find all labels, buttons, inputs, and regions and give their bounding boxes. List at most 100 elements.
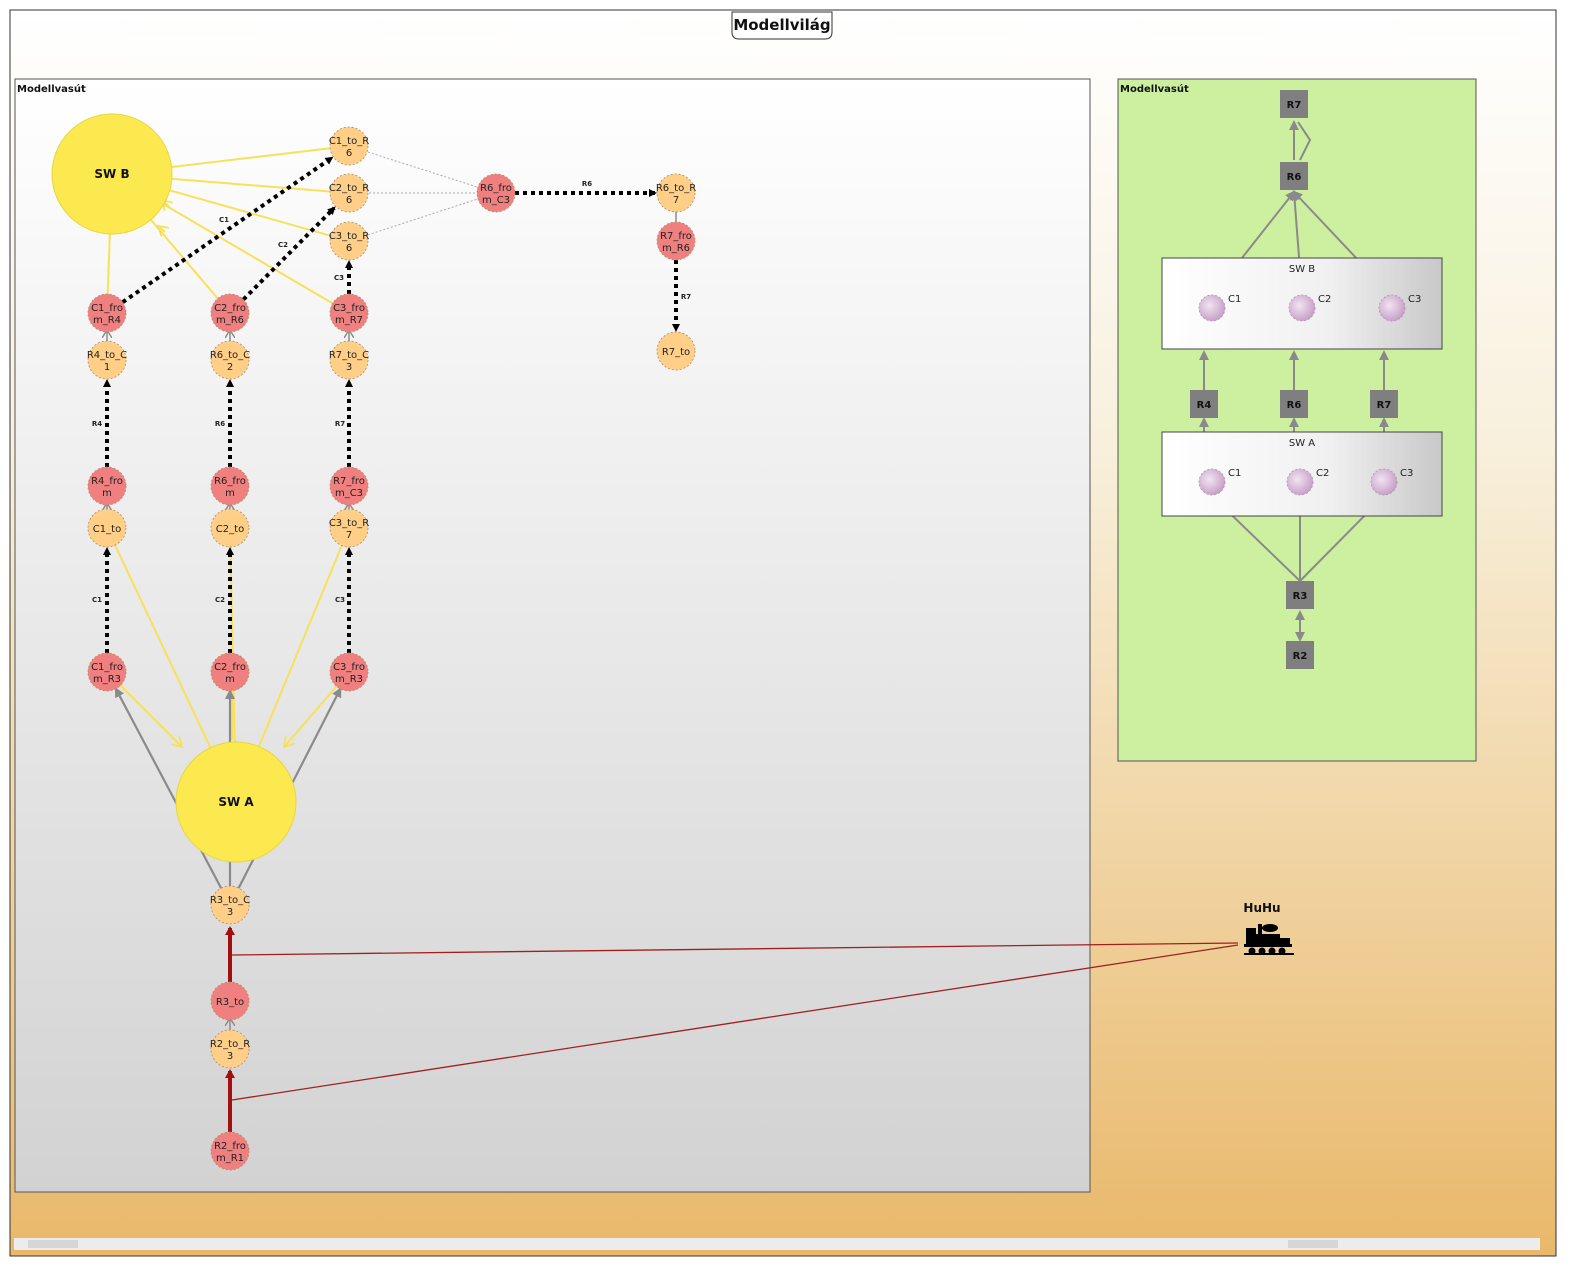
track-node-circle[interactable] [87,293,127,333]
track-node-label: m_C3 [482,195,510,206]
track-node-circle[interactable] [329,126,369,166]
track-node-circle[interactable] [210,293,250,333]
track-node-r4_to_c1[interactable]: R4_to_C1 [87,340,127,380]
track-node-circle[interactable] [210,981,250,1021]
track-node-label: R3_to_C [210,895,250,906]
track-node-circle[interactable] [210,885,250,925]
switch-b-port[interactable] [1288,294,1316,322]
switch-b-port[interactable] [1198,294,1226,322]
track-node-circle[interactable] [210,1029,250,1069]
segment-block[interactable] [1280,162,1308,190]
track-node-label: m_R1 [216,1153,244,1164]
track-node-circle[interactable] [656,173,696,213]
segment-block[interactable] [1286,641,1314,669]
track-node-circle[interactable] [329,652,369,692]
track-edge[interactable] [121,156,334,304]
track-node-circle[interactable] [656,221,696,261]
track-node-circle[interactable] [329,340,369,380]
segment-block[interactable] [1280,390,1308,418]
horizontal-scrollbar[interactable] [14,1238,1540,1250]
track-node-circle[interactable] [87,652,127,692]
merge-edge[interactable] [348,145,479,188]
track-node-circle[interactable] [329,466,369,506]
track-node-circle[interactable] [87,340,127,380]
track-node-circle[interactable] [329,293,369,333]
track-node-circle[interactable] [210,652,250,692]
switch-a[interactable]: SW A [175,741,297,863]
switch-a-port-label: C2 [1316,468,1329,479]
switch-b[interactable]: SW B [51,113,173,235]
track-node-circle[interactable] [329,221,369,261]
r7-loop-edge[interactable] [1297,121,1312,161]
switch-a-port[interactable] [1286,468,1314,496]
scrollbar-thumb-left[interactable] [28,1240,78,1248]
track-node-circle[interactable] [210,340,250,380]
r3-to-port-edge[interactable] [114,687,231,906]
switch-b-port[interactable] [1378,294,1406,322]
track-node-c3_to_r7[interactable]: C3_to_R7 [329,508,369,548]
merge-edge[interactable] [348,198,479,242]
track-node-r3_to[interactable]: R3_to [210,981,250,1021]
track-node-label: 3 [227,1051,233,1062]
track-node-circle[interactable] [87,508,127,548]
track-node-circle[interactable] [329,508,369,548]
segment-label: R7 [1377,400,1392,411]
switch-a-port[interactable] [1198,468,1226,496]
track-node-circle[interactable] [210,466,250,506]
locomotive-icon[interactable] [1244,924,1294,955]
segment-block[interactable] [1286,581,1314,609]
segment-block[interactable] [1280,90,1308,118]
track-node-label: 6 [346,243,352,254]
track-node-label: m [102,488,112,499]
track-node-circle[interactable] [210,1131,250,1171]
track-node-r3_to_c3[interactable]: R3_to_C3 [210,885,250,925]
train-group[interactable]: HuHu [1243,901,1294,955]
track-edge-label: R7 [681,293,691,301]
track-node-c2_to[interactable]: C2_to [210,508,250,548]
track-node-r2_to_r3[interactable]: R2_to_R3 [210,1029,250,1069]
track-node-circle[interactable] [476,173,516,213]
switch-b-circle[interactable] [51,113,173,235]
track-node-r6_to_c2[interactable]: R6_to_C2 [210,340,250,380]
switch-b-arrow[interactable] [158,226,165,232]
segment-label: R4 [1197,400,1212,411]
train-position-line[interactable] [231,942,1239,956]
segment-block[interactable] [1190,390,1218,418]
train-position-line[interactable] [231,944,1239,1101]
segment-label: R6 [1287,400,1302,411]
switch-b-port-label: C3 [1408,294,1421,305]
track-node-circle[interactable] [656,331,696,371]
track-node-c1_to[interactable]: C1_to [87,508,127,548]
track-node-c1_to_r6[interactable]: C1_to_R6 [329,126,369,166]
track-edge-label: C1 [92,596,102,604]
track-node-circle[interactable] [87,466,127,506]
track-node-r7_to_c3[interactable]: R7_to_C3 [329,340,369,380]
segment-block[interactable] [1370,390,1398,418]
track-node-label: 7 [346,530,352,541]
track-node-circle[interactable] [210,508,250,548]
track-node-label: C1_fro [91,662,123,673]
segment-label: R7 [1287,100,1302,111]
track-edge[interactable] [241,206,336,301]
track-node-c2_to_r6[interactable]: C2_to_R6 [329,173,369,213]
track-node-c3_to_r6[interactable]: C3_to_R6 [329,221,369,261]
switch-a-port[interactable] [1370,468,1398,496]
scrollbar-thumb-right[interactable] [1288,1240,1338,1248]
track-node-circle[interactable] [329,173,369,213]
switch-a-circle[interactable] [175,741,297,863]
track-node-r7_to[interactable]: R7_to [656,331,696,371]
track-node-label: R6_fro [480,183,512,194]
track-node-r6_to_r7[interactable]: R6_to_R7 [656,173,696,213]
